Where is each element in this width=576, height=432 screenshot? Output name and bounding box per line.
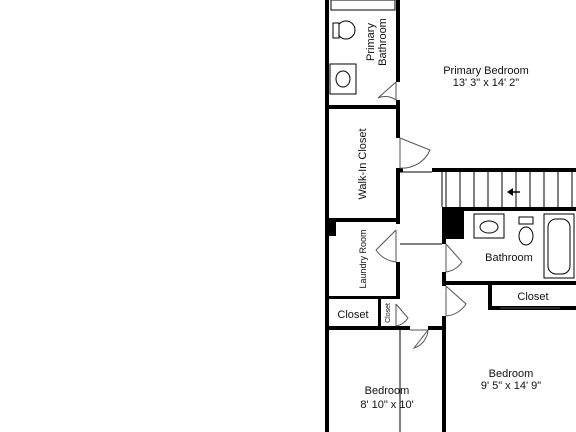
room-closet-small: Closet xyxy=(385,303,392,323)
label-laundry-room: Laundry Room xyxy=(358,229,368,288)
label-closet-small: Closet xyxy=(385,303,392,323)
label-closet-left: Closet xyxy=(337,309,368,321)
door-small-closet xyxy=(395,303,409,327)
room-laundry-room: Laundry Room xyxy=(358,229,368,288)
door-bathroom xyxy=(445,243,463,273)
label-closet-right: Closet xyxy=(517,291,548,303)
label-bathroom: Bathroom xyxy=(485,252,533,264)
dims-primary-bedroom: 13' 3" x 14' 2" xyxy=(453,77,520,89)
room-bathroom: Bathroom xyxy=(485,252,533,264)
interior-lines xyxy=(399,171,443,432)
label-walk-in-closet: Walk-In Closet xyxy=(357,128,369,199)
sink-bathroom-icon xyxy=(473,213,505,239)
room-bedroom-right: Bedroom 9' 5" x 14' 9" xyxy=(481,368,541,392)
room-bedroom-left: Bedroom 8' 10" x 10' xyxy=(360,385,413,411)
label-primary-bathroom-line1: Primary xyxy=(365,23,377,61)
toilet-primary-icon xyxy=(332,20,356,40)
label-bedroom-right: Bedroom xyxy=(489,368,534,380)
label-bedroom-left: Bedroom xyxy=(365,385,410,397)
door-bedroom-left xyxy=(410,329,429,349)
room-primary-bedroom: Primary Bedroom 13' 3" x 14' 2" xyxy=(443,65,529,89)
doors xyxy=(375,81,560,349)
stair-direction-arrow-icon xyxy=(507,188,520,196)
label-primary-bedroom: Primary Bedroom xyxy=(443,65,529,77)
dims-bedroom-left: 8' 10" x 10' xyxy=(360,399,413,411)
room-closet-left: Closet xyxy=(337,309,368,321)
room-closet-right: Closet xyxy=(517,291,548,303)
bathtub-primary-icon xyxy=(330,0,396,11)
door-primary-bathroom xyxy=(377,81,397,101)
staircase xyxy=(445,172,573,207)
dims-bedroom-right: 9' 5" x 14' 9" xyxy=(481,380,541,392)
toilet-bathroom-icon xyxy=(518,216,534,246)
room-primary-bathroom: Primary Bathroom xyxy=(365,18,389,66)
door-bedroom-right xyxy=(445,285,467,317)
label-primary-bathroom-line2: Bathroom xyxy=(377,18,389,66)
bathtub-bathroom-icon xyxy=(543,213,575,279)
door-laundry xyxy=(375,229,397,263)
sink-primary-icon xyxy=(329,63,357,95)
door-walk-in-closet xyxy=(399,137,431,169)
room-walk-in-closet: Walk-In Closet xyxy=(357,128,369,199)
